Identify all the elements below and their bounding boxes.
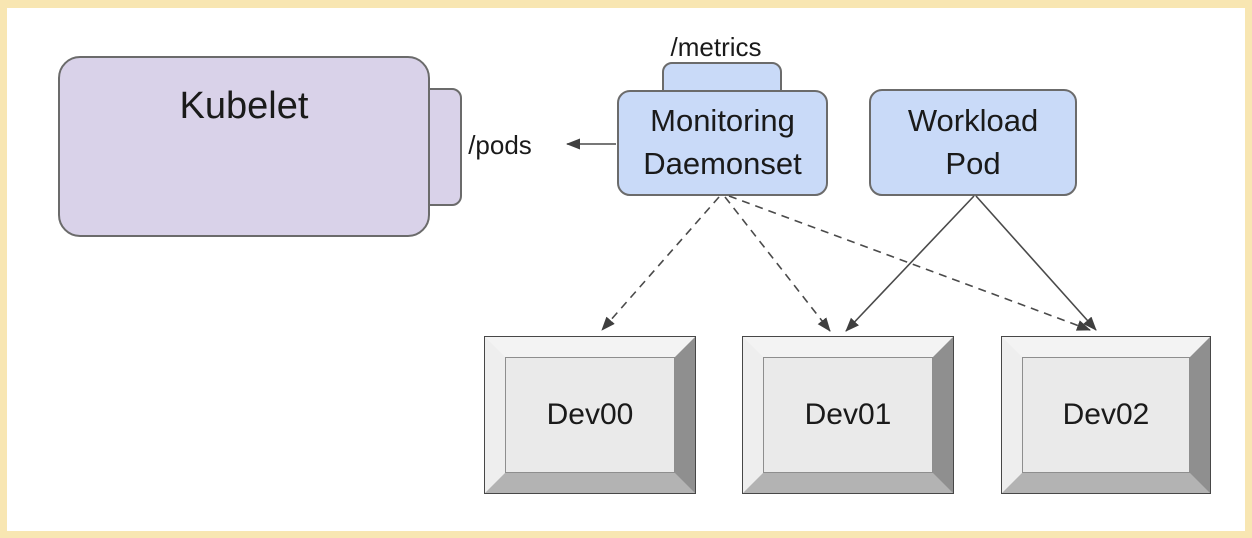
device-node-dev02: Dev02 [1001,336,1211,494]
monitoring-daemonset-node: Monitoring Daemonset [617,90,828,196]
metrics-endpoint-label: /metrics [670,32,762,62]
device-node-dev01: Dev01 [742,336,954,494]
pods-endpoint-label: /pods [468,130,532,160]
workload-pod-node: Workload Pod [869,89,1077,196]
monitoring-daemonset-label: Monitoring Daemonset [643,103,802,181]
kubelet-node: Kubelet [58,56,430,237]
device-dev00-label: Dev00 [505,357,675,473]
device-dev02-label: Dev02 [1022,357,1190,473]
device-dev01-label: Dev01 [763,357,933,473]
device-node-dev00: Dev00 [484,336,696,494]
kubelet-label: Kubelet [179,85,309,127]
workload-pod-label: Workload Pod [907,102,1039,181]
